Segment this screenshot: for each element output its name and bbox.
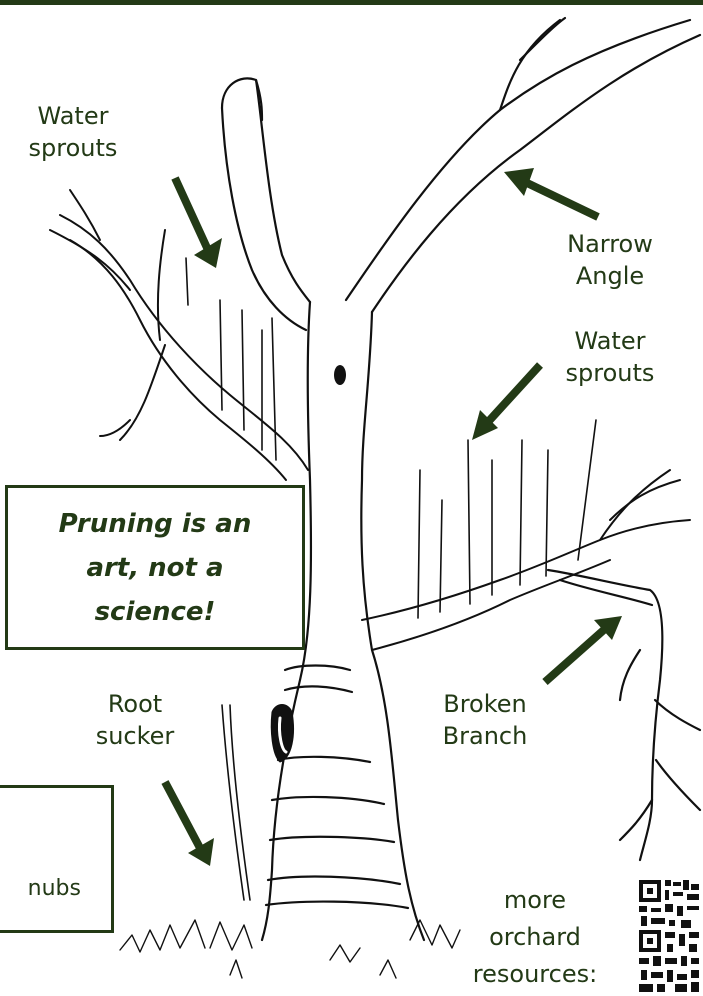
central-leader <box>222 78 310 330</box>
arrow-icon <box>545 616 622 682</box>
qr-code-icon[interactable] <box>637 878 701 994</box>
arrow-icon <box>175 178 222 268</box>
label-broken-branch: Broken Branch <box>420 688 550 752</box>
label-water-sprouts-right: Water sprouts <box>540 325 680 389</box>
left-branch <box>50 190 308 480</box>
partial-box-text: nubs <box>28 876 81 901</box>
more-resources-text: more orchard resources: <box>460 882 610 993</box>
pruning-callout-text: Pruning is an art, not a science! <box>30 502 280 634</box>
label-narrow-angle: Narrow Angle <box>540 228 680 292</box>
arrow-icon <box>165 782 214 866</box>
arrow-icon <box>504 168 598 217</box>
right-lower-branch <box>362 470 690 650</box>
grass <box>120 920 460 978</box>
arrow-icon <box>472 365 540 440</box>
partial-info-box: nubs <box>0 785 114 933</box>
label-water-sprouts-left: Water sprouts <box>8 100 138 164</box>
broken-branch <box>548 570 700 860</box>
trunk-knot <box>334 365 346 385</box>
label-root-sucker: Root sucker <box>80 688 190 752</box>
pruning-callout-box: Pruning is an art, not a science! <box>5 485 305 650</box>
root-sucker-stem <box>222 705 244 900</box>
water-sprouts-right <box>418 420 596 618</box>
